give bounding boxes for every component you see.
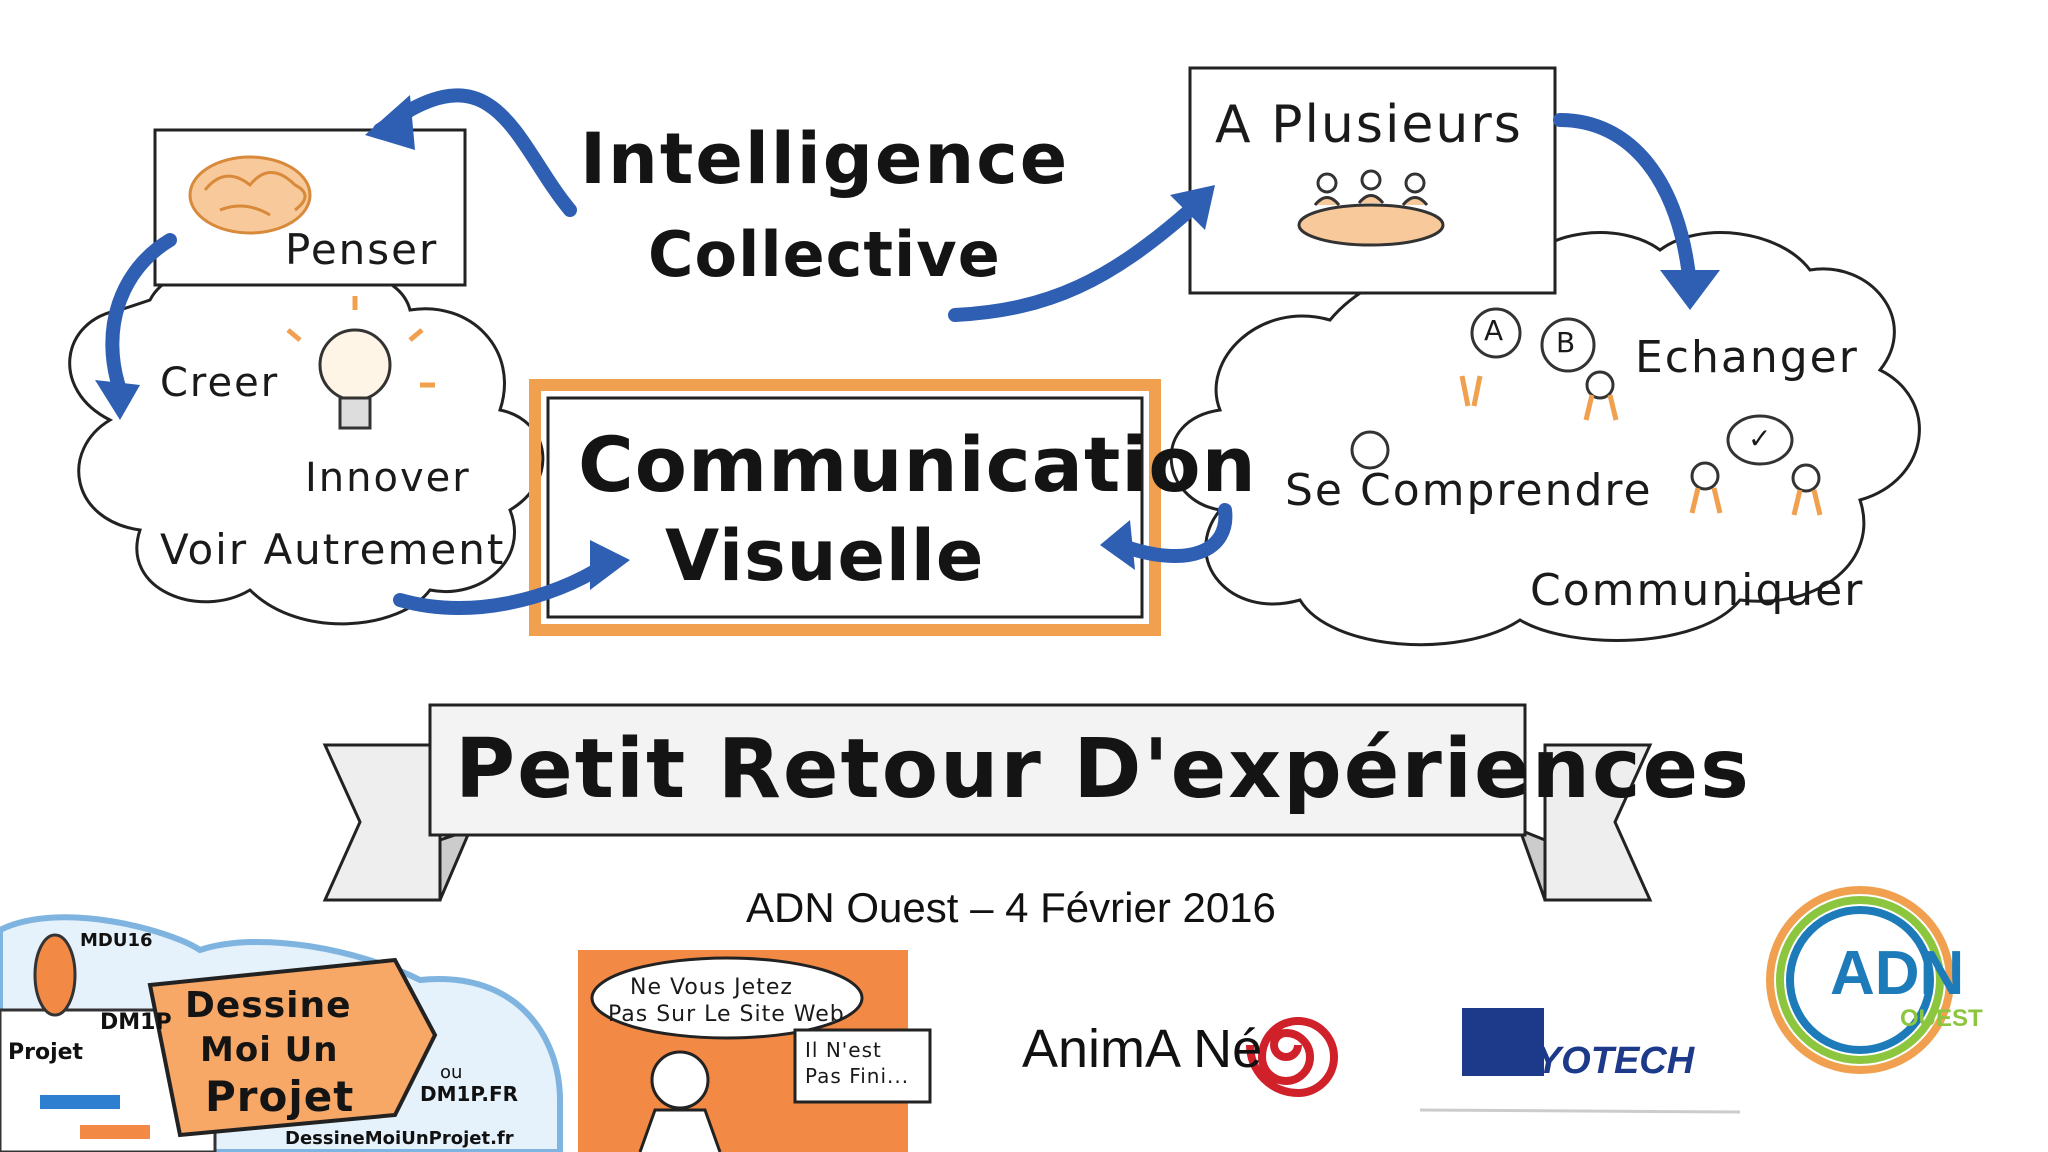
banner-title: Petit Retour D'expériences: [455, 722, 1751, 817]
right-cloud: [1169, 231, 1921, 647]
alyotech-logo-text: ALYOTECH: [1488, 1040, 1695, 1082]
dessine-url: DessineMoiUnProjet.fr: [285, 1128, 514, 1149]
communication-frame-inner: [546, 396, 1144, 619]
cartoon-reply-2: Pas Fini...: [805, 1064, 910, 1088]
penser-label: Penser: [285, 225, 439, 274]
adn-ring-icon: [1766, 886, 1954, 1074]
dessine-ou: ou: [440, 1062, 463, 1083]
adn-logo-text: ADN: [1830, 939, 1965, 1008]
dessine-short-url: DM1P.FR: [420, 1082, 519, 1106]
alyotech-underline: [1419, 1108, 1741, 1114]
dessine-title-2: Moi Un: [200, 1030, 339, 1070]
brain-icon: [188, 155, 312, 235]
event-subtitle: ADN Ouest – 4 Février 2016: [746, 884, 1276, 931]
dessine-tag: DM1P: [100, 1010, 172, 1035]
echanger-label: Echanger: [1635, 332, 1859, 383]
communiquer-label: Communiquer: [1530, 565, 1865, 616]
dessine-projet: Projet: [8, 1040, 84, 1065]
communication-frame-outer: [529, 379, 1161, 636]
arrow-heads: [95, 95, 1720, 590]
communication-label: Communication: [578, 420, 1257, 509]
title-banner: [322, 703, 1653, 902]
cartoon-line-2: Pas Sur Le Site Web: [608, 1002, 845, 1027]
cartoon-logo-art: [578, 950, 932, 1152]
meeting-table-icon: [1297, 169, 1445, 247]
dessine-title-1: Dessine: [185, 985, 352, 1026]
bubble-a-label: A: [1484, 314, 1506, 347]
animane-logo-text: AnimA Né: [1022, 1019, 1263, 1079]
adn-logo-subtext: OUEST: [1900, 1005, 1983, 1032]
people-icon: [1459, 375, 1823, 516]
alyotech-mark: [1462, 1008, 1544, 1076]
speech-bubbles-icon: [1350, 307, 1821, 493]
dessine-logo-art: [0, 914, 563, 1152]
spiral-icon: [1246, 1017, 1338, 1098]
lightbulb-icon: [286, 296, 435, 430]
bubble-b-label: B: [1556, 326, 1578, 359]
a-plusieurs-label: A Plusieurs: [1215, 95, 1523, 155]
visuelle-label: Visuelle: [665, 515, 985, 597]
bubble-check-label: ✓: [1748, 422, 1774, 455]
dessine-badge: MDU16: [80, 930, 153, 951]
creer-label: Creer: [160, 360, 280, 406]
se-comprendre-label: Se Comprendre: [1285, 465, 1653, 516]
voir-autrement-label: Voir Autrement: [160, 525, 506, 574]
dessine-title-3: Projet: [205, 1072, 355, 1121]
collective-label: Collective: [648, 218, 1001, 291]
cartoon-line-1: Ne Vous Jetez: [630, 975, 793, 1000]
innover-label: Innover: [305, 455, 471, 501]
flow-arrows: [105, 88, 1697, 615]
cartoon-reply-1: Il N'est: [805, 1038, 882, 1062]
intelligence-label: Intelligence: [580, 118, 1070, 200]
